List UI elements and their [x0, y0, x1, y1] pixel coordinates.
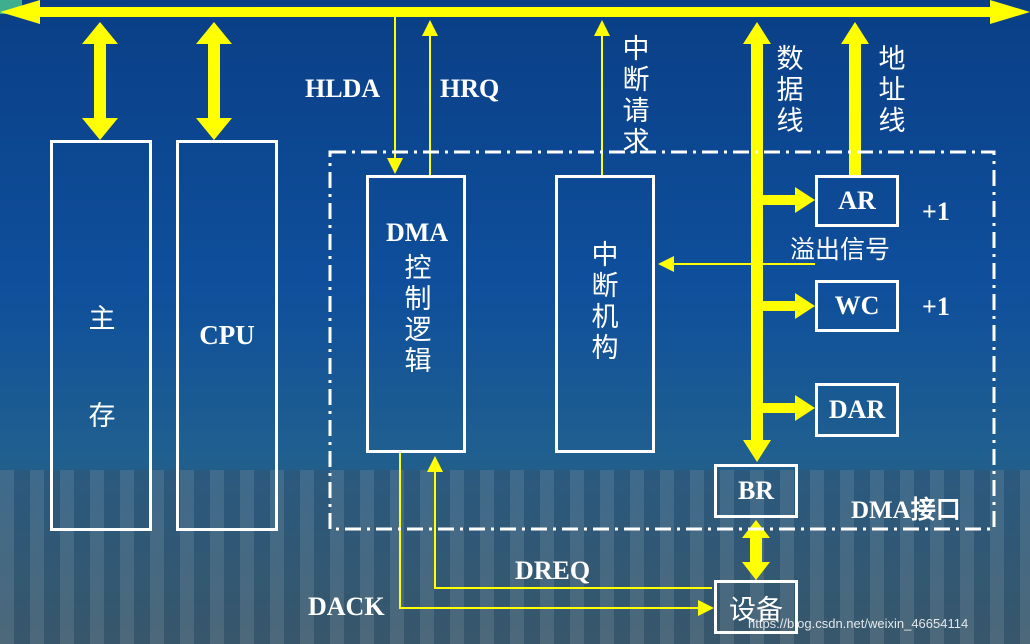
dma-logic-chars: 控制逻辑 [404, 253, 432, 378]
dack-label: DACK [308, 592, 385, 621]
br-device-arrow [742, 520, 770, 580]
data-line-arrow [743, 22, 771, 462]
memory-bus-arrow [82, 22, 118, 140]
ar-box: AR [815, 175, 899, 227]
ar-label: AR [838, 186, 876, 215]
address-line-arrow [841, 22, 869, 178]
cpu-label: CPU [199, 320, 255, 350]
device-label: 设备 [729, 594, 783, 626]
overflow-signal-label: 溢出信号 [790, 235, 891, 264]
dreq-label: DREQ [515, 556, 591, 585]
dma-interface-label: DMA接口 [851, 497, 961, 524]
hrq-label: HRQ [440, 74, 500, 103]
cpu-box: CPU [176, 140, 278, 531]
br-label: BR [737, 476, 775, 505]
interrupt-mechanism-label: 中断机构 [591, 240, 619, 365]
dreq-line [427, 456, 712, 589]
ar-plus-one: +1 [922, 197, 950, 226]
dma-logic-title: DMA [386, 218, 449, 247]
background-campus-photo [0, 470, 1030, 644]
main-memory-label: 主存 [88, 304, 116, 433]
watermark-url: https://blog.csdn.net/weixin_46654114 [748, 616, 969, 631]
hlda-label: HLDA [305, 74, 381, 103]
branch-to-dar [763, 395, 815, 421]
dar-label: DAR [828, 395, 886, 424]
wc-plus-one: +1 [922, 292, 950, 321]
wc-box: WC [815, 280, 899, 332]
dar-box: DAR [815, 383, 899, 437]
cpu-bus-arrow [196, 22, 232, 140]
wc-label: WC [834, 291, 880, 320]
system-bus [0, 0, 1030, 24]
main-memory-box: 主存 [50, 140, 152, 531]
br-box: BR [714, 464, 798, 518]
branch-to-ar [763, 187, 815, 213]
address-line-label: 地址线 [878, 44, 906, 138]
device-box: 设备 [714, 580, 798, 634]
data-line-label: 数据线 [776, 44, 804, 138]
branch-to-wc [763, 293, 815, 319]
interrupt-mechanism-box: 中断机构 [555, 175, 655, 453]
interrupt-request-label: 中断请求 [622, 34, 650, 159]
dma-interface-border [328, 150, 996, 531]
dack-line [399, 452, 714, 616]
dma-control-logic-box: DMA 控制逻辑 [366, 175, 466, 453]
